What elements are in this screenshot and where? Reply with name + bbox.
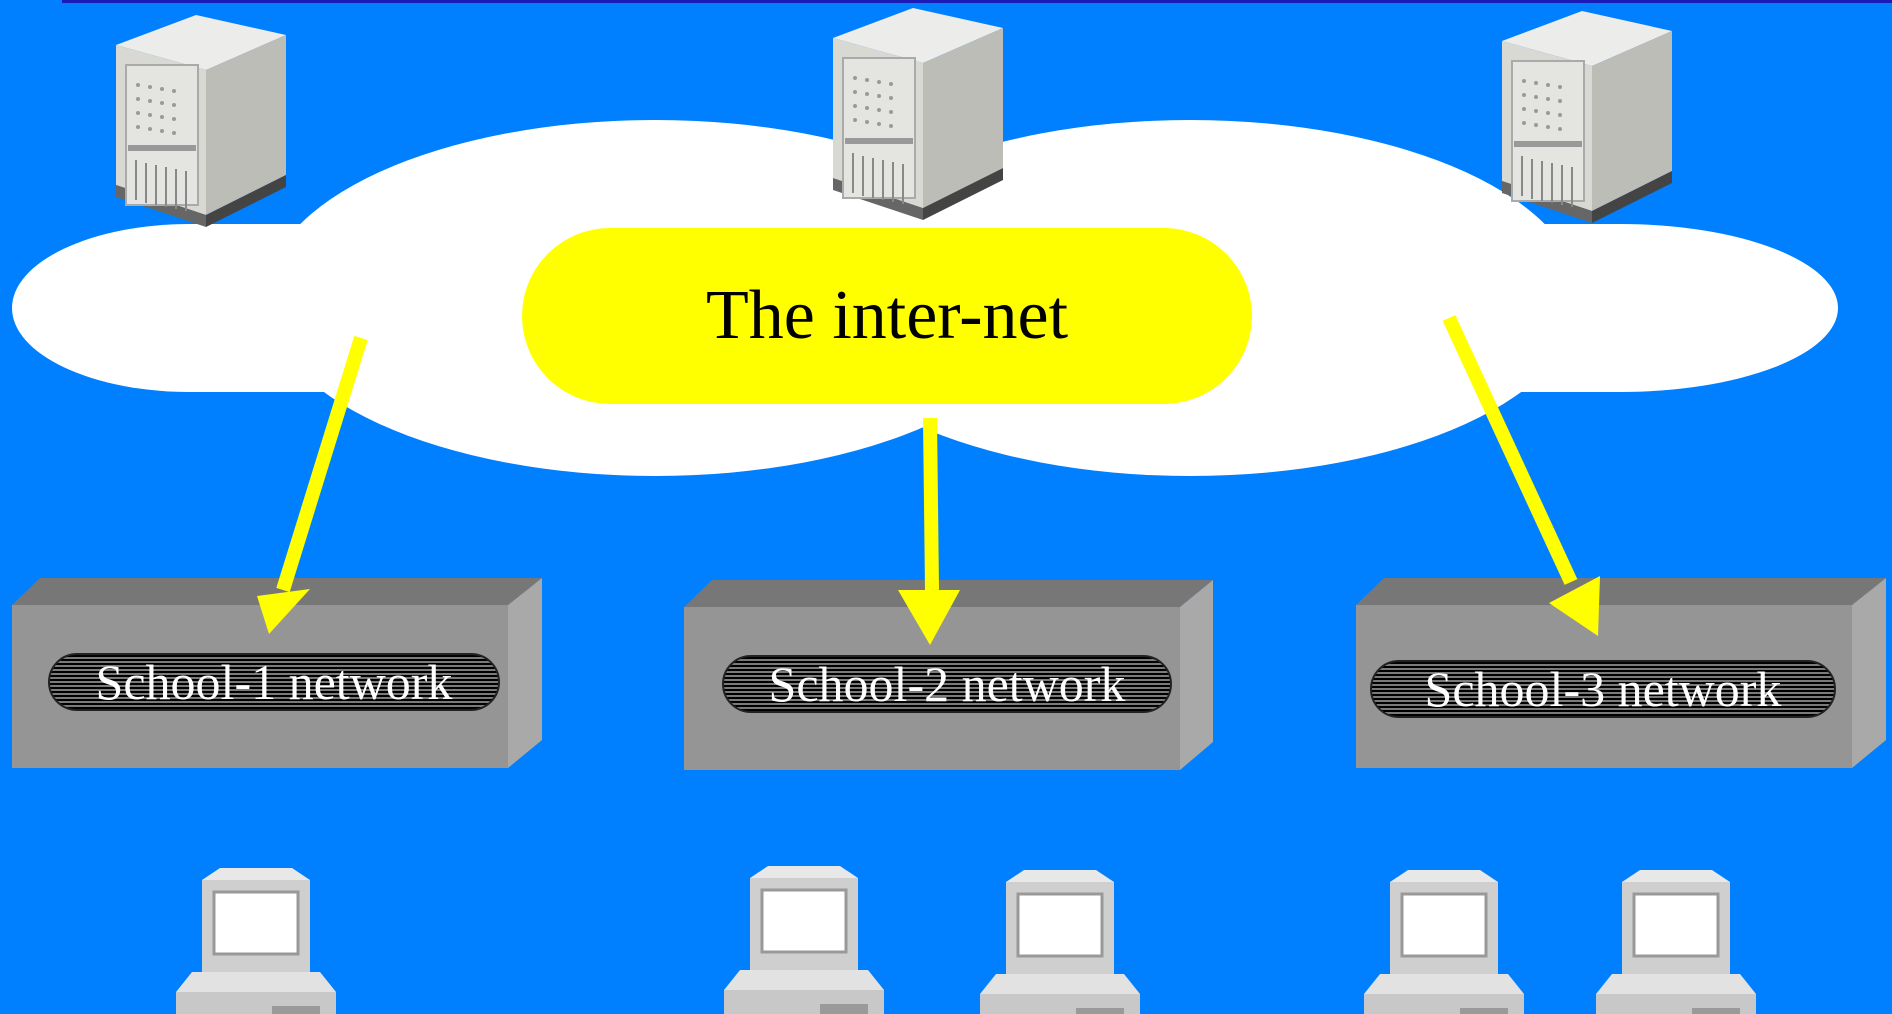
computer-icon [1594,868,1758,1014]
arrow-to-school-3 [1442,315,1600,636]
server-icon [1501,10,1673,224]
arrow-to-school-2 [898,417,960,645]
internet-label: The inter-net [705,277,1069,354]
computer-icon [722,864,886,1014]
computer-icon [1362,868,1526,1014]
server-icon [115,14,287,228]
school-1-network-label: School-1 network [48,653,500,711]
internet-pill [522,228,1252,404]
server-icon [832,7,1004,221]
top-rule [62,0,1892,3]
school-2-network-label: School-2 network [722,655,1172,713]
school-3-network-label: School-3 network [1370,660,1836,718]
computer-icon [978,868,1142,1014]
arrow-to-school-1 [257,335,368,634]
computer-icon [174,866,338,1014]
